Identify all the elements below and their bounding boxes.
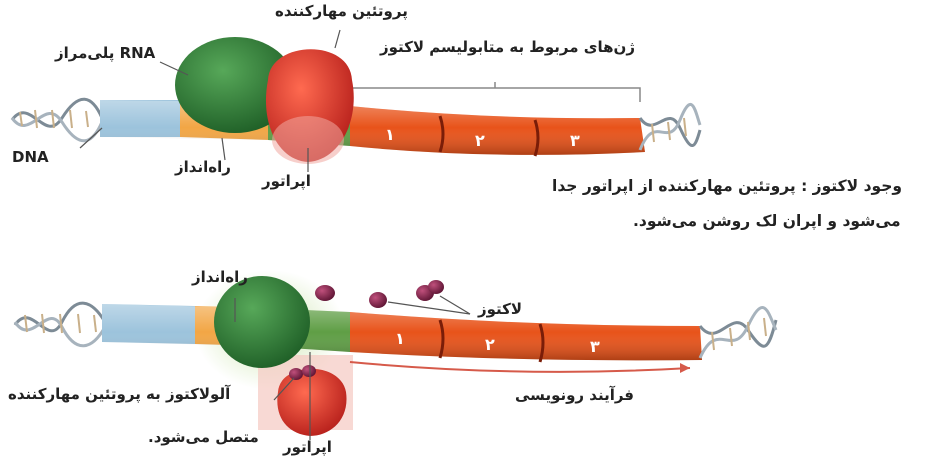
- lactose-molecule: [428, 280, 444, 294]
- promoter-label-bottom: راه‌انداز: [192, 268, 248, 286]
- dna-helix-left: [12, 99, 102, 141]
- gene-number-1-bottom: ۱: [395, 329, 405, 348]
- caption-line-1: وجود لاکتوز : پروتئین مهارکننده از اپرات…: [552, 177, 902, 195]
- dna-helix-right-bottom: [700, 308, 776, 358]
- dna-label: DNA: [12, 148, 49, 166]
- allolactose-bound-1: [289, 368, 303, 380]
- lactose-molecule: [369, 292, 387, 308]
- genes-bracket: [350, 88, 640, 102]
- dna-helix-left-bottom: [15, 303, 105, 346]
- lactose-label: لاکتوز: [478, 300, 522, 318]
- operator-label: اپراتور: [262, 172, 311, 190]
- allolactose-label-line-2: متصل می‌شود.: [148, 428, 259, 446]
- transcription-label: فرآیند رونویسی: [515, 386, 634, 404]
- bottom-panel: ۱ ۲ ۳: [15, 270, 776, 440]
- allolactose-bound-2: [302, 365, 316, 377]
- gene-number-2: ۲: [475, 131, 485, 150]
- gene-number-1: ۱: [385, 125, 395, 144]
- lactose-molecule: [315, 285, 335, 301]
- gene-number-2-bottom: ۲: [485, 335, 495, 354]
- repressor-protein-label: پروتئین مهارکننده: [275, 2, 408, 20]
- caption-line-2: می‌شود و اپران لک روشن می‌شود.: [633, 212, 901, 230]
- rna-polymerase-label: RNA پلی‌مراز: [55, 44, 155, 62]
- allolactose-label-line-1: آلولاکتوز به پروتئین مهارکننده: [8, 385, 230, 403]
- gene-number-3-bottom: ۳: [590, 337, 600, 356]
- gene-number-3: ۳: [570, 131, 580, 150]
- promoter-label: راه‌انداز: [175, 158, 231, 176]
- lactose-genes-label: ژن‌های مربوط به متابولیسم لاکتوز: [380, 38, 635, 56]
- rna-polymerase-bottom: [214, 276, 310, 368]
- transcription-arrow: [350, 362, 690, 372]
- dna-helix-right: [640, 104, 700, 150]
- operator-label-bottom: اپراتور: [283, 438, 332, 456]
